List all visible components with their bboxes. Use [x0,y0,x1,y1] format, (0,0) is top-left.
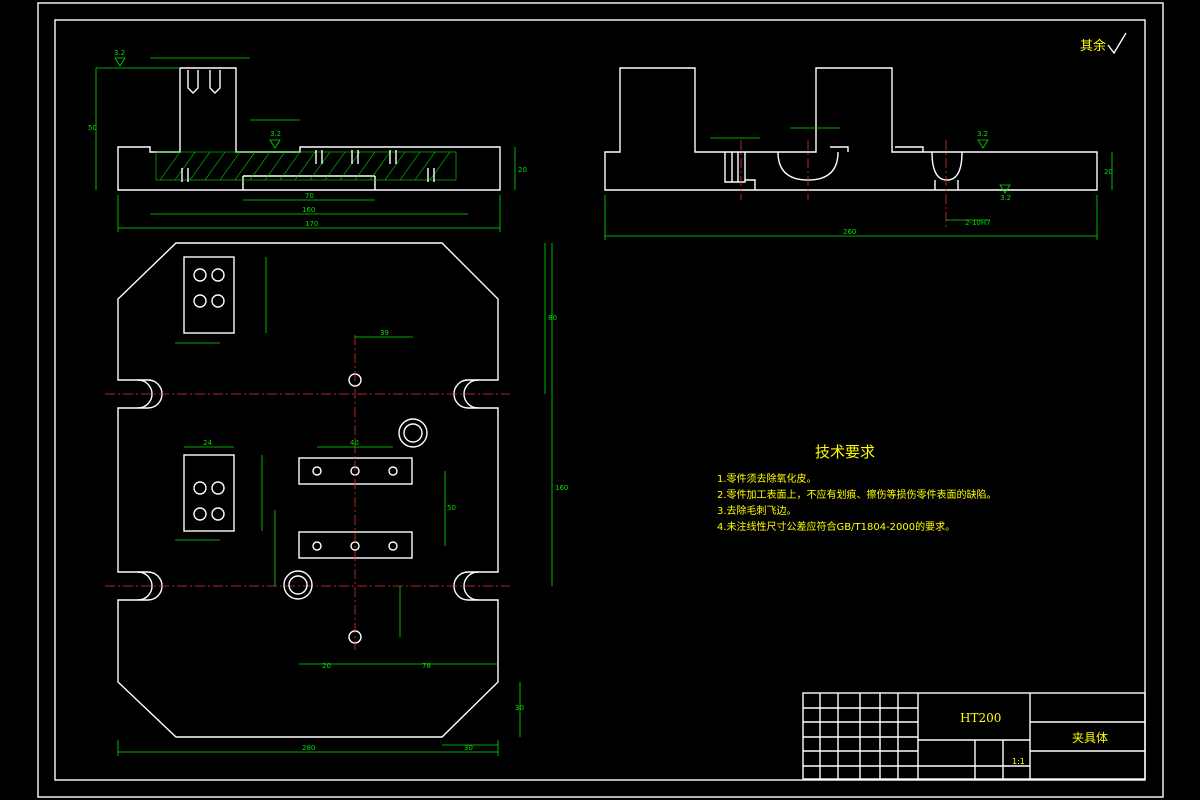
tech-req-3: 3.去除毛刺飞边。 [717,504,797,517]
finish-2: 3.2 [270,130,281,138]
finish-3: 3.2 [977,130,988,138]
dim-overall: 170 [305,220,318,228]
dim-holes: 2-10H7 [965,219,991,227]
locating-block-top [183,256,235,334]
tech-req-4: 4.未注线性尺寸公差应符合GB/T1804-2000的要求。 [717,520,955,533]
dim-chamfer-h: 30 [515,704,524,712]
scale-label: 1:1 [1012,757,1025,766]
slot-plate-1 [298,457,413,485]
section-hatch [155,151,457,181]
front-dimensions: 170 160 70 20 50 [88,57,527,232]
dim-slot-offset: 50 [447,504,456,512]
dim-height: 20 [518,166,527,174]
finish-4: 3.2 [1000,194,1011,202]
part-name: 夹具体 [1072,731,1108,745]
dim-block-width: 24 [203,439,212,447]
outer-border [37,2,1164,798]
finish-1: 3.2 [114,49,125,57]
plan-view: 280 160 80 30 30 40 50 24 39 20 78 [105,242,568,756]
locating-block-bottom [183,454,235,532]
dim-inner: 160 [302,206,315,214]
surface-finish-note: 其余 [1080,32,1127,55]
technical-requirements: 技术要求 1.零件须去除氧化皮。 2.零件加工表面上，不应有划痕、擦伤等损伤零件… [717,443,997,533]
dim-side-length: 260 [843,228,856,236]
dim-plan-width: 280 [302,744,315,752]
title-block: HT200 夹具体 1:1 [802,692,1146,780]
inner-border [54,19,1146,781]
tech-title: 技术要求 [815,443,875,461]
finish-mark-2 [269,139,281,149]
plan-dimensions: 280 160 80 30 30 40 50 24 39 20 78 [117,243,568,756]
dim-chamfer-w: 30 [464,744,473,752]
dim-total-height: 50 [88,124,97,132]
finish-mark-1 [114,57,126,67]
dim-plan-top: 80 [548,314,557,322]
side-dimensions: 260 20 2-10H7 [604,127,1113,240]
dim-78: 78 [422,662,431,670]
front-section-view: 170 160 70 20 50 3.2 3.2 [88,49,527,232]
dim-groove: 70 [305,192,314,200]
side-view: 260 20 2-10H7 3.2 3.2 [604,67,1113,240]
tech-req-2: 2.零件加工表面上，不应有划痕、擦伤等损伤零件表面的缺陷。 [717,488,997,501]
finish-mark-3 [977,139,989,149]
dim-39: 39 [380,329,389,337]
material-label: HT200 [960,711,1001,725]
surface-note-text: 其余 [1080,38,1106,54]
dim-side-height: 20 [1104,168,1113,176]
dim-20: 20 [322,662,331,670]
finish-mark-4 [999,184,1011,194]
slot-plate-2 [298,531,413,559]
tech-req-1: 1.零件须去除氧化皮。 [717,472,817,485]
dim-slot-spacing: 40 [350,439,359,447]
dim-plan-height: 160 [555,484,568,492]
